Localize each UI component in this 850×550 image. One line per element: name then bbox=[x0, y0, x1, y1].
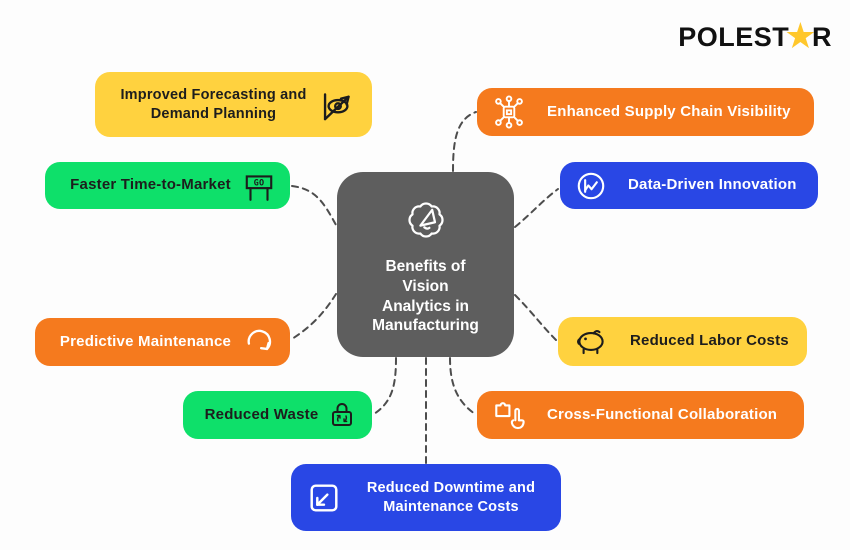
node-label: Cross-Functional Collaboration bbox=[547, 405, 778, 423]
node-label: Reduced Labor Costs bbox=[630, 332, 789, 350]
node-label: Data-Driven Innovation bbox=[628, 176, 797, 194]
node-reduced-labor-costs: Reduced Labor Costs bbox=[558, 317, 807, 366]
center-title-line: Vision bbox=[402, 277, 449, 295]
go-flag-text: GO bbox=[254, 178, 265, 188]
node-reduced-downtime: Reduced Downtime and Maintenance Costs bbox=[291, 464, 561, 531]
node-supply-chain-visibility: Enhanced Supply Chain Visibility bbox=[477, 88, 814, 136]
line-chart-circle-icon bbox=[574, 169, 608, 203]
connector-waste bbox=[373, 357, 397, 415]
node-label: Predictive Maintenance bbox=[59, 332, 232, 350]
eye-trend-icon bbox=[318, 85, 358, 125]
shrink-arrow-icon bbox=[305, 479, 343, 517]
connector-predictive bbox=[291, 293, 337, 340]
node-reduced-waste: Reduced Waste bbox=[183, 391, 372, 439]
node-improved-forecasting: Improved Forecasting and Demand Planning bbox=[95, 72, 372, 137]
curved-arrow-icon bbox=[242, 325, 276, 359]
node-cross-functional-collaboration: Cross-Functional Collaboration bbox=[477, 391, 804, 439]
puzzle-hand-icon bbox=[491, 397, 527, 433]
network-icon bbox=[491, 94, 527, 130]
node-label: Reduced Waste bbox=[204, 405, 319, 423]
logo-text-left: POLEST bbox=[678, 22, 790, 52]
center-node: Benefits of Vision Analytics in Manufact… bbox=[337, 172, 514, 357]
gear-megaphone-icon bbox=[399, 193, 453, 247]
center-title-line: Benefits of bbox=[385, 257, 466, 275]
center-title-line: Manufacturing bbox=[372, 317, 479, 335]
connector-supply bbox=[452, 111, 477, 172]
node-label: Faster Time-to-Market bbox=[70, 176, 231, 194]
connector-faster bbox=[291, 185, 337, 226]
piggy-bank-icon bbox=[572, 323, 610, 361]
node-faster-time-to-market: Faster Time-to-Market GO bbox=[45, 162, 290, 209]
logo-text-right: R bbox=[812, 22, 832, 52]
go-flag-icon: GO bbox=[242, 169, 276, 203]
node-label: Improved Forecasting and Demand Planning bbox=[120, 87, 307, 122]
lock-recycle-icon bbox=[326, 399, 358, 431]
node-predictive-maintenance: Predictive Maintenance bbox=[35, 318, 290, 366]
connector-collab bbox=[449, 357, 476, 415]
center-title: Benefits of Vision Analytics in Manufact… bbox=[372, 257, 479, 336]
connector-data-driven bbox=[514, 188, 559, 228]
node-label: Enhanced Supply Chain Visibility bbox=[547, 102, 791, 120]
node-label: Reduced Downtime and Maintenance Costs bbox=[366, 480, 536, 515]
center-title-line: Analytics in bbox=[382, 297, 469, 315]
connector-labor bbox=[514, 294, 557, 341]
polestar-logo: POLEST ★ R bbox=[678, 14, 832, 56]
node-data-driven-innovation: Data-Driven Innovation bbox=[560, 162, 818, 209]
